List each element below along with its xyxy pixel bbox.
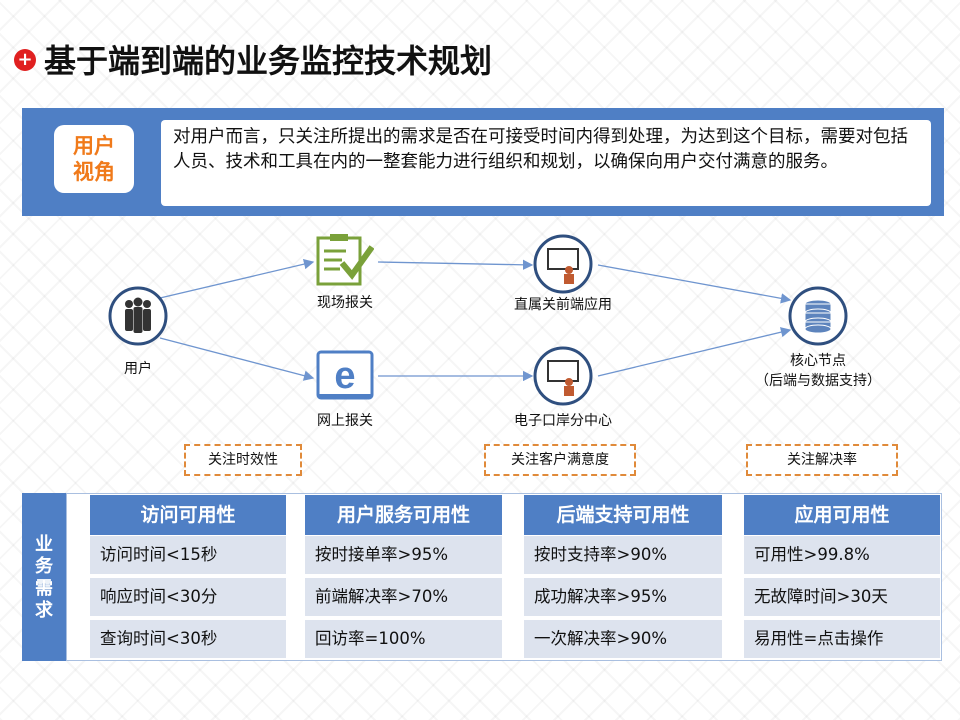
demand-label: 业务需求 xyxy=(35,534,53,621)
clipboard-check-icon xyxy=(316,234,374,286)
plus-circle-icon: + xyxy=(14,49,36,71)
focus-timeliness: 关注时效性 xyxy=(184,444,302,476)
metric-cell: 访问时间<15秒 xyxy=(90,536,286,574)
metric-cell: 成功解决率>95% xyxy=(524,578,722,616)
svg-text:e: e xyxy=(334,355,355,397)
arrow-user-online xyxy=(159,337,315,381)
browser-e-icon: e xyxy=(316,350,374,400)
arrow-user-onsite xyxy=(159,259,315,299)
metric-cell: 一次解决率>90% xyxy=(524,620,722,658)
metric-cell: 可用性>99.8% xyxy=(744,536,940,574)
metric-cell: 按时支持率>90% xyxy=(524,536,722,574)
frontend-label: 直属关前端应用 xyxy=(514,297,612,313)
online-label: 网上报关 xyxy=(317,413,373,429)
user-perspective-label: 用户视角 xyxy=(54,125,134,193)
metric-cell: 查询时间<30秒 xyxy=(90,620,286,658)
metric-cell: 按时接单率>95% xyxy=(305,536,502,574)
page-title: 基于端到端的业务监控技术规划 xyxy=(44,42,493,80)
database-icon xyxy=(788,286,848,346)
demand-side-bar xyxy=(22,493,66,661)
column-header: 后端支持可用性 xyxy=(524,495,722,535)
focus-resolution: 关注解决率 xyxy=(746,444,898,476)
core-label-line1: 核心节点 xyxy=(790,353,846,369)
users-icon xyxy=(108,286,168,346)
metric-cell: 无故障时间>30天 xyxy=(744,578,940,616)
metric-cell: 回访率=100% xyxy=(305,620,502,658)
focus-satisfaction: 关注客户满意度 xyxy=(484,444,636,476)
user-label: 用户 xyxy=(124,361,152,377)
column-header: 访问可用性 xyxy=(90,495,286,535)
arrow-frontend-core xyxy=(597,264,792,304)
metric-cell: 前端解决率>70% xyxy=(305,578,502,616)
column-header: 用户服务可用性 xyxy=(305,495,502,535)
user-perspective-text: 对用户而言，只关注所提出的需求是否在可接受时间内得到处理，为达到这个目标，需要对… xyxy=(161,120,931,206)
portal-label: 电子口岸分中心 xyxy=(514,413,612,429)
metric-cell: 易用性=点击操作 xyxy=(744,620,940,658)
presenter-board-icon xyxy=(533,234,593,294)
core-label-line2: （后端与数据支持） xyxy=(755,373,881,389)
metric-cell: 响应时间<30分 xyxy=(90,578,286,616)
onsite-label: 现场报关 xyxy=(317,295,373,311)
arrow-portal-core xyxy=(597,327,792,377)
column-header: 应用可用性 xyxy=(744,495,940,535)
presenter-board-icon-2 xyxy=(533,346,593,406)
arrow-onsite-frontend xyxy=(377,259,534,271)
